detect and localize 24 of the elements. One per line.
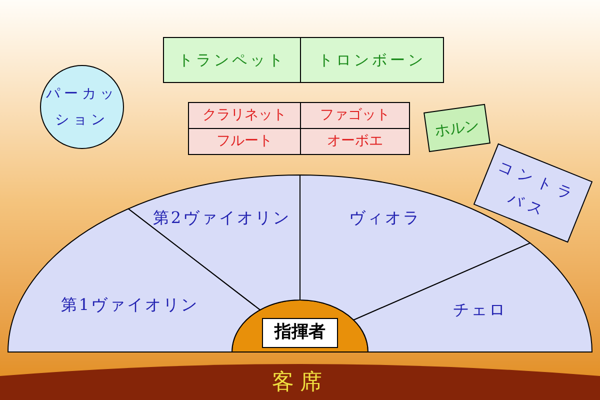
instrument-label: ホルン [433,114,481,142]
section-label: 第2ヴァイオリン [152,207,292,229]
instrument-box [300,37,444,83]
instrument-box [300,102,410,129]
instrument-box [300,128,410,155]
section-label: ヴィオラ [349,207,421,229]
instrument-label: クラリネット [202,106,286,125]
instrument-box [163,37,301,83]
audience-label: 客席 [272,369,328,397]
seating-section [353,242,592,352]
conductor-box [262,318,338,348]
instrument-label: コントラバス [494,156,582,224]
instrument-label: トランペット [178,50,286,71]
instrument-label: トロンボーン [318,50,426,71]
section-label: チェロ [453,299,507,321]
instrument-label: フルート [216,132,272,151]
seating-section [128,174,300,310]
instrument-box [188,102,301,129]
instrument-label: オーボエ [327,132,383,151]
instrument-label: 指揮者 [274,321,326,344]
instrument-box [188,128,301,155]
instrument-label: パーカッション [45,85,119,130]
instrument-label: ファゴット [320,106,390,125]
section-label: 第1ヴァイオリン [60,294,200,316]
